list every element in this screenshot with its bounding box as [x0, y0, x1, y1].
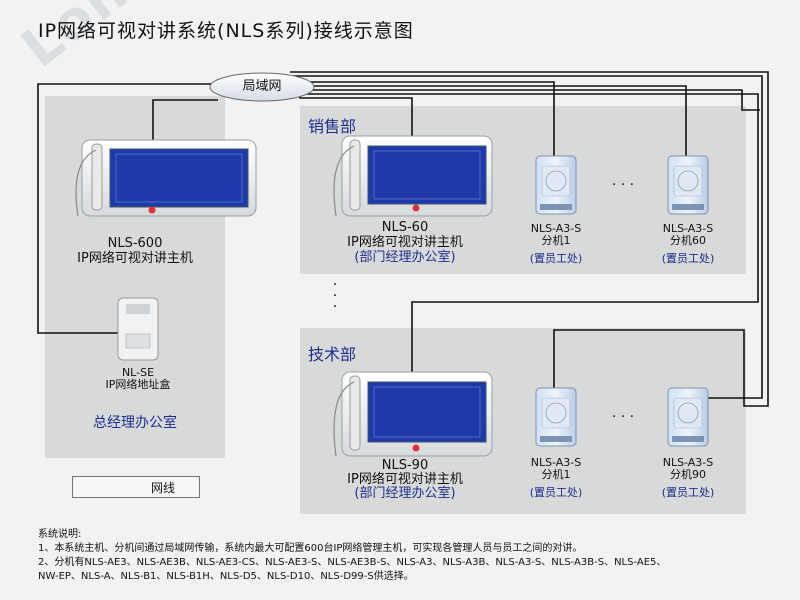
- sales-ext1-model: NLS-A3-S: [530, 222, 582, 235]
- nls90-location: (部门经理办公室): [354, 486, 456, 501]
- notes-line-1: 1、本系统主机、分机间通过局域网传输，系统内最大可配置600台IP网络管理主机，…: [38, 543, 583, 554]
- nls600-name: IP网络可视对讲主机: [77, 251, 193, 266]
- system-notes: 系统说明: 1、本系统主机、分机间通过局域网传输，系统内最大可配置600台IP网…: [38, 528, 666, 584]
- cable-sales-host-drop: [741, 104, 760, 111]
- host-device-nls60: [333, 135, 493, 217]
- sales-ellipsis: · · ·: [611, 177, 635, 193]
- sales-ext60-model: NLS-A3-S: [662, 222, 714, 235]
- cable-sales-ext60: [300, 85, 687, 176]
- tech-ext90-location: (置员工处): [661, 486, 715, 499]
- nls90-model: NLS-90: [381, 458, 429, 473]
- sales-ext1-name: 分机1: [541, 234, 571, 247]
- cable-tech-ext1: [290, 71, 769, 407]
- sales-ext60-name: 分机60: [670, 234, 706, 247]
- extension-device-tech-90: [667, 387, 709, 447]
- extension-device-tech-1: [535, 387, 577, 447]
- nls60-model: NLS-60: [381, 220, 429, 235]
- nls90-name: IP网络可视对讲主机: [347, 472, 463, 487]
- notes-heading: 系统说明:: [38, 529, 82, 540]
- nls600-model: NLS-600: [107, 236, 163, 251]
- lan-label: 局域网: [242, 79, 282, 94]
- cable-nls600: [152, 99, 218, 140]
- legend: 网线: [72, 476, 200, 498]
- page-title: IP网络可视对讲系统(NLS系列)接线示意图: [38, 20, 414, 42]
- sales-ext60-location: (置员工处): [661, 252, 715, 265]
- network-cables: [37, 71, 769, 407]
- sales-section-title: 销售部: [308, 117, 357, 136]
- host-device-nls600: [75, 139, 257, 217]
- cable-sales-host: [298, 89, 743, 104]
- extension-device-sales-60: [667, 155, 709, 215]
- notes-line-2: 2、分机有NLS-AE3、NLS-AE3B、NLS-AE3-CS、NLS-AE3…: [38, 557, 667, 568]
- tech-ext90-model: NLS-A3-S: [662, 456, 714, 469]
- address-box-device: [117, 297, 159, 361]
- tech-ext1-model: NLS-A3-S: [530, 456, 582, 469]
- cable-sales-ext1: [300, 81, 555, 176]
- cable-tech-ext90: [290, 75, 763, 399]
- cable-tech-host: [290, 93, 759, 382]
- legend-label: 网线: [151, 481, 176, 495]
- tech-ext1-location: (置员工处): [529, 486, 583, 499]
- nls60-name: IP网络可视对讲主机: [347, 235, 463, 250]
- sales-ext1-location: (置员工处): [529, 252, 583, 265]
- sections-ellipsis: · · ·: [332, 277, 338, 315]
- host-device-nls90: [333, 371, 493, 457]
- tech-ext90-name: 分机90: [670, 468, 706, 481]
- tech-ext1-name: 分机1: [541, 468, 571, 481]
- address-box-name: IP网络地址盒: [105, 378, 171, 391]
- tech-ellipsis: · · ·: [611, 409, 635, 425]
- extension-device-sales-1: [535, 155, 577, 215]
- notes-line-3: NW-EP、NLS-A、NLS-B1、NLS-B1H、NLS-D5、NLS-D1…: [38, 571, 414, 582]
- room-label: 总经理办公室: [93, 415, 177, 431]
- lan-ellipse: [209, 72, 315, 102]
- address-box-model: NL-SE: [121, 366, 155, 379]
- tech-section-title: 技术部: [308, 345, 357, 364]
- nls60-location: (部门经理办公室): [354, 250, 456, 265]
- cable-addrbox: [37, 83, 212, 334]
